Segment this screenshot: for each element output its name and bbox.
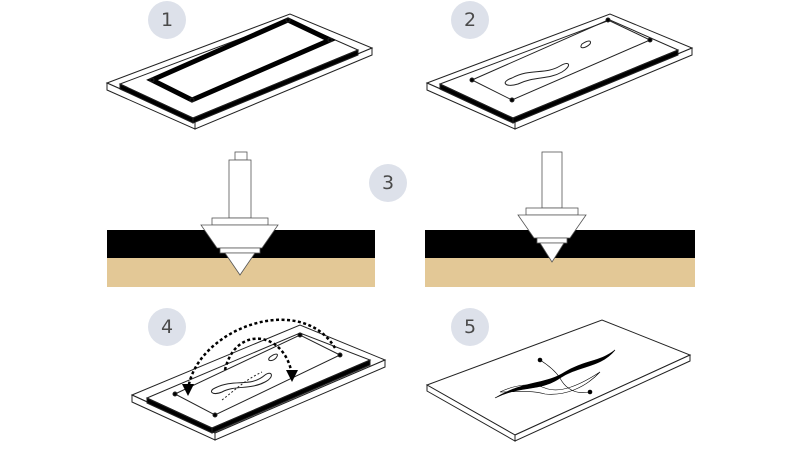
step-number: 3 xyxy=(381,172,395,194)
panel-2-template-board xyxy=(425,13,694,130)
step-number: 2 xyxy=(463,9,477,31)
step-badge-4: 4 xyxy=(148,308,186,346)
step-number: 4 xyxy=(160,316,174,338)
step-number: 1 xyxy=(160,9,174,31)
step-badge-5: 5 xyxy=(451,308,489,346)
panel-4-flip-template xyxy=(130,318,387,441)
step-number: 5 xyxy=(463,316,477,338)
step-badge-3: 3 xyxy=(369,164,407,202)
panel-3-router-cut-left xyxy=(107,151,375,287)
step-badge-1: 1 xyxy=(148,1,186,39)
panel-1-template-board xyxy=(105,13,374,130)
panel-3-router-cut-right xyxy=(425,151,695,287)
panel-5-finished-inlay xyxy=(425,319,692,442)
step-badge-2: 2 xyxy=(451,1,489,39)
